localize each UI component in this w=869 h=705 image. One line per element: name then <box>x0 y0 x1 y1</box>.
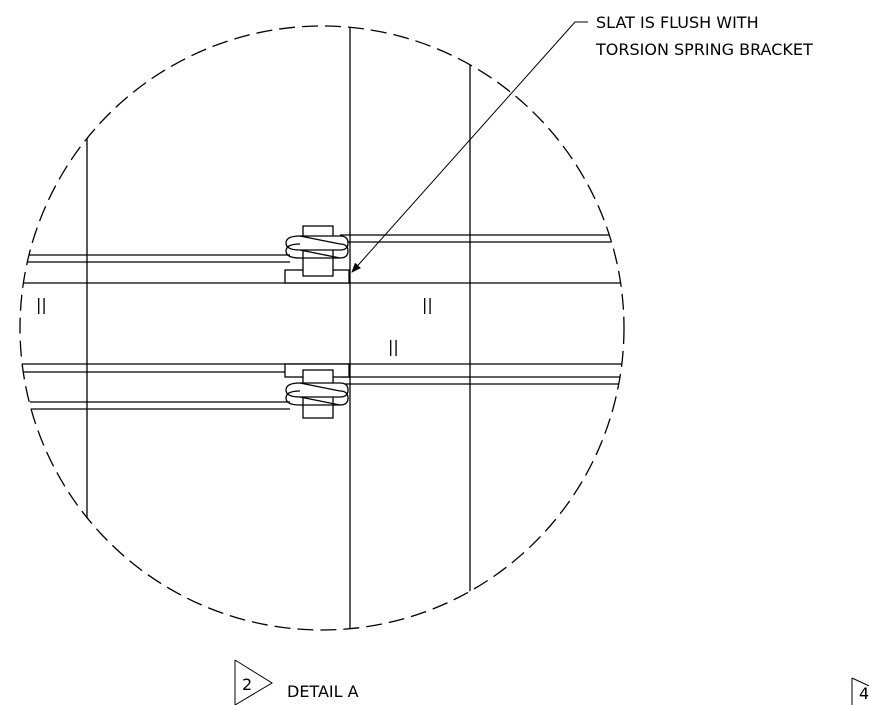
detail-label: 2 DETAIL A <box>234 659 359 705</box>
torsion-spring-bracket-lower <box>284 363 350 419</box>
lower-rail <box>20 371 624 410</box>
parallel-mark-center: || <box>388 337 399 356</box>
slat <box>20 282 624 365</box>
callout-leader <box>351 21 588 273</box>
detail-circle <box>19 25 625 631</box>
callout-line-1: SLAT IS FLUSH WITH <box>596 13 759 32</box>
parallel-mark-left: || <box>36 295 47 314</box>
next-detail-number: 4 <box>859 684 869 703</box>
detail-number: 2 <box>242 675 252 694</box>
next-detail-marker: 4 <box>851 677 869 705</box>
callout-line-2: TORSION SPRING BRACKET <box>595 40 813 59</box>
parallel-mark-right: || <box>422 295 433 314</box>
upper-rail <box>20 234 624 263</box>
detail-title: DETAIL A <box>287 682 359 701</box>
torsion-spring-bracket-upper <box>284 225 350 284</box>
